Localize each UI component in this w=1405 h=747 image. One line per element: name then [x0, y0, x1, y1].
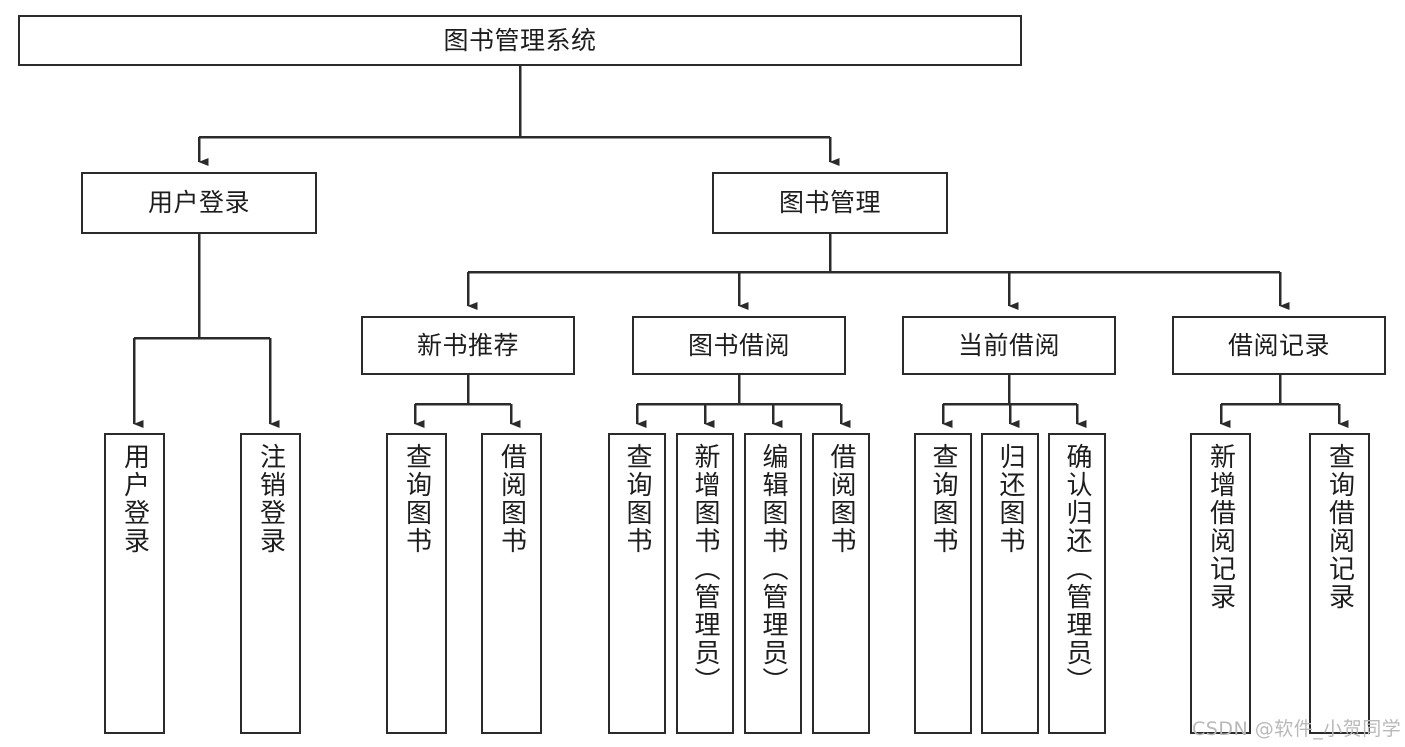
node-label: 用户登录 [119, 443, 150, 555]
node-label: 编辑图书（管理员） [758, 443, 788, 695]
leaf-new-book-query-book[interactable]: 查询图书 [386, 433, 447, 734]
node-label: 新书推荐 [416, 330, 519, 360]
node-label: 新增借阅记录 [1205, 443, 1236, 611]
node-label: 借阅图书 [496, 443, 527, 555]
node-label: 查询图书 [401, 443, 432, 555]
node-label: 归还图书 [995, 443, 1025, 555]
node-new-book-recommend[interactable]: 新书推荐 [361, 316, 575, 375]
node-user-login[interactable]: 用户登录 [81, 172, 317, 234]
leaf-borrow-record-add-record[interactable]: 新增借阅记录 [1190, 433, 1251, 734]
leaf-current-borrow-confirm-return-admin[interactable]: 确认归还（管理员） [1048, 433, 1106, 734]
leaf-borrow-record-query-record[interactable]: 查询借阅记录 [1309, 433, 1370, 734]
leaf-new-book-borrow-book[interactable]: 借阅图书 [481, 433, 542, 734]
leaf-book-borrow-add-book-admin[interactable]: 新增图书（管理员） [676, 433, 734, 734]
node-label: 图书借阅 [687, 330, 790, 360]
leaf-user-login-logout[interactable]: 注销登录 [240, 433, 301, 734]
node-label: 注销登录 [255, 443, 286, 555]
node-label: 借阅图书 [826, 443, 856, 555]
node-label: 确认归还（管理员） [1062, 443, 1092, 695]
node-book-management[interactable]: 图书管理 [712, 172, 948, 234]
leaf-book-borrow-borrow-book[interactable]: 借阅图书 [812, 433, 870, 734]
node-borrow-record[interactable]: 借阅记录 [1172, 316, 1386, 375]
node-label: 查询图书 [622, 443, 652, 555]
node-label: 借阅记录 [1227, 330, 1330, 360]
node-book-borrow[interactable]: 图书借阅 [632, 316, 846, 375]
node-label: 图书管理 [778, 188, 881, 217]
node-root-book-management-system[interactable]: 图书管理系统 [18, 15, 1022, 66]
leaf-current-borrow-return-book[interactable]: 归还图书 [981, 433, 1039, 734]
node-label: 用户登录 [147, 188, 250, 217]
leaf-user-login-login[interactable]: 用户登录 [104, 433, 165, 734]
node-label: 新增图书（管理员） [690, 443, 720, 695]
node-label: 当前借阅 [957, 330, 1060, 360]
node-current-borrow[interactable]: 当前借阅 [902, 316, 1116, 375]
node-label: 查询图书 [928, 443, 958, 555]
node-label: 图书管理系统 [443, 25, 597, 55]
leaf-book-borrow-edit-book-admin[interactable]: 编辑图书（管理员） [744, 433, 802, 734]
leaf-current-borrow-query-book[interactable]: 查询图书 [914, 433, 972, 734]
node-label: 查询借阅记录 [1324, 443, 1355, 611]
leaf-book-borrow-query-book[interactable]: 查询图书 [608, 433, 666, 734]
